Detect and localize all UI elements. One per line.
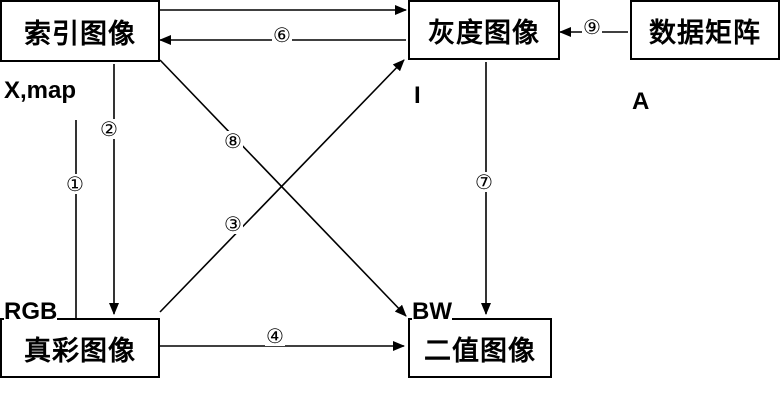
step-label-9: ⑨ [582, 15, 602, 39]
step-label-8: ⑧ [223, 129, 243, 153]
step-label-3: ③ [223, 212, 243, 236]
step-label-1: ① [65, 172, 85, 196]
step-label-4: ④ [265, 324, 285, 348]
var-label-indexed: X,map [4, 77, 77, 104]
var-label-rgb: RGB [4, 298, 58, 325]
var-label-binary: BW [412, 298, 452, 325]
arrow-indexed-to-binary [159, 59, 407, 317]
arrow-rgb-to-gray [159, 59, 405, 313]
node-data-matrix: 数据矩阵 [630, 0, 780, 60]
node-indexed-image: 索引图像 [0, 0, 160, 62]
node-gray-image: 灰度图像 [408, 0, 560, 60]
step-label-7: ⑦ [474, 170, 494, 194]
node-rgb-image: 真彩图像 [0, 318, 160, 378]
node-binary-image: 二值图像 [408, 318, 552, 378]
step-label-2: ② [99, 117, 119, 141]
var-label-gray: I [414, 82, 421, 109]
var-label-matrix: A [632, 88, 650, 115]
step-label-6: ⑥ [272, 23, 292, 47]
